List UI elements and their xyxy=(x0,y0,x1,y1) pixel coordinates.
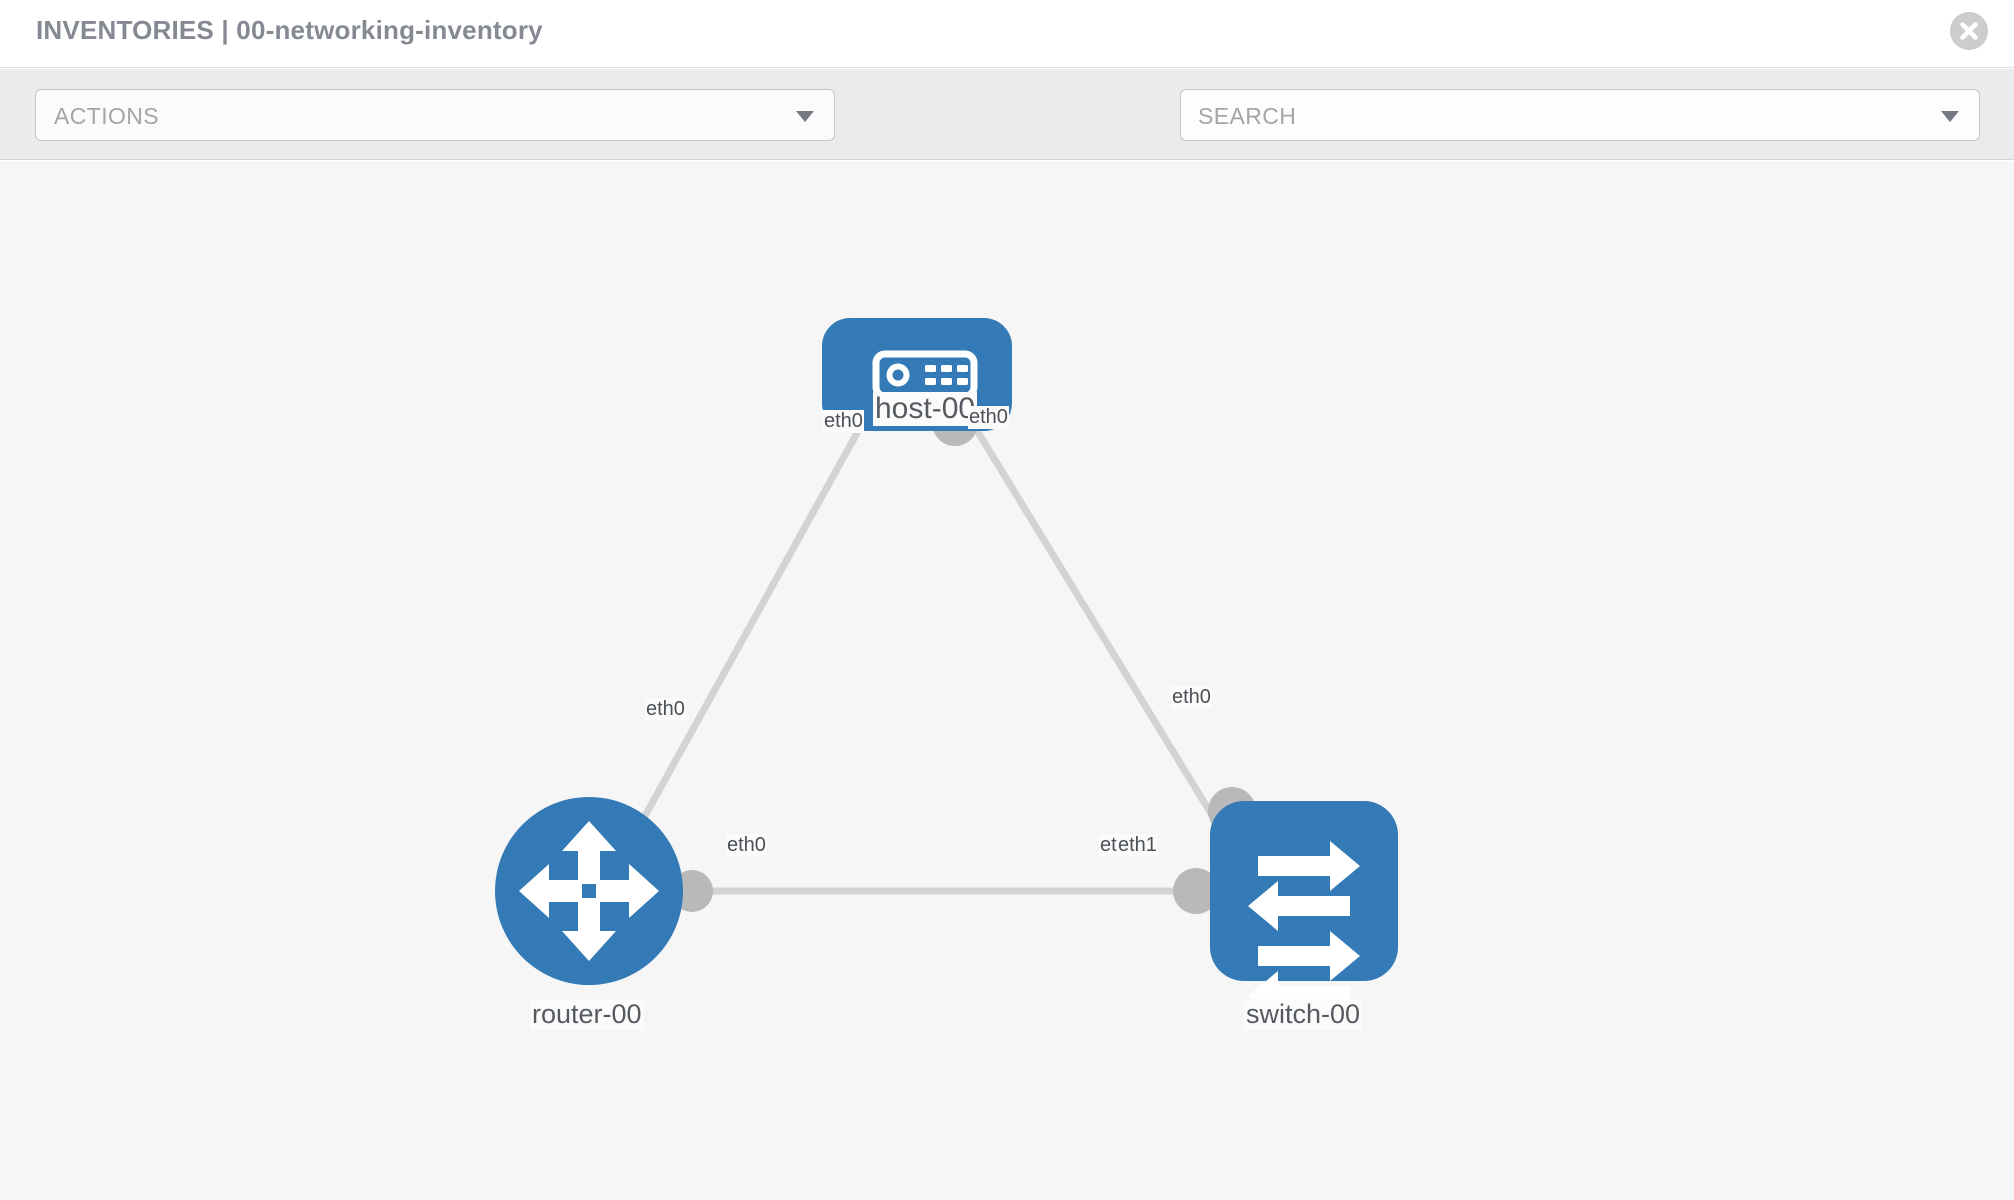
node-label-switch-00: switch-00 xyxy=(1244,999,1363,1030)
chevron-down-icon xyxy=(1941,111,1959,122)
search-placeholder: SEARCH xyxy=(1198,103,1297,129)
actions-dropdown[interactable]: ACTIONS xyxy=(35,89,835,141)
edge-label-router-up: eth0 xyxy=(645,698,686,721)
node-switch-00 xyxy=(1210,801,1398,1021)
edge-label-router-right: eth0 xyxy=(726,834,767,857)
chevron-down-icon xyxy=(796,111,814,122)
topology-canvas[interactable]: host-00 router-00 switch-00 eth0 eth0 et… xyxy=(0,161,2014,1200)
edge-label-host-left: eth0 xyxy=(823,410,864,433)
edge-label-host-right: eth0 xyxy=(968,406,1009,429)
edge-host-switch xyxy=(959,404,1243,863)
router-arrows-icon xyxy=(519,821,659,961)
topology-graph xyxy=(495,318,1398,1021)
connector-switch-left xyxy=(1173,868,1219,914)
edge-label-switch-left-a: et xyxy=(1099,834,1118,857)
graph-edges xyxy=(616,404,1243,895)
search-input[interactable]: SEARCH xyxy=(1180,89,1980,141)
page-header: INVENTORIES | 00-networking-inventory xyxy=(0,0,2014,68)
edge-label-switch-up: eth0 xyxy=(1171,686,1212,709)
node-label-router-00: router-00 xyxy=(530,999,644,1030)
node-router-00 xyxy=(495,797,683,985)
edge-host-router xyxy=(616,404,876,863)
page-title: INVENTORIES | 00-networking-inventory xyxy=(36,15,543,45)
node-label-host-00: host-00 xyxy=(873,392,978,426)
edge-label-switch-left-b: eth1 xyxy=(1117,834,1158,857)
close-icon[interactable] xyxy=(1950,12,1988,50)
actions-dropdown-label: ACTIONS xyxy=(54,103,160,129)
toolbar: ACTIONS SEARCH xyxy=(0,69,2014,200)
